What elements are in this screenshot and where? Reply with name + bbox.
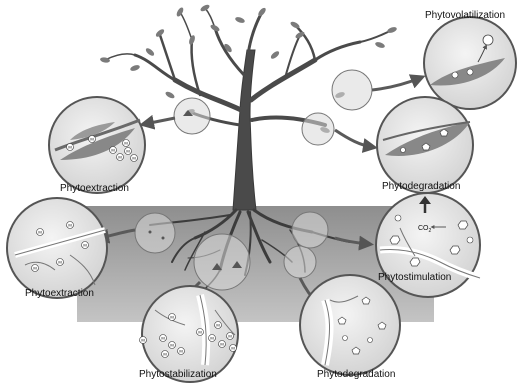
metal-particle: M bbox=[57, 259, 64, 266]
metal-particle: M bbox=[230, 345, 237, 352]
metal-particle: M bbox=[162, 351, 169, 358]
svg-text:M: M bbox=[33, 266, 36, 271]
metal-particle: M bbox=[215, 322, 222, 329]
svg-text:M: M bbox=[231, 346, 234, 351]
phytostabilization-bubble bbox=[142, 286, 238, 382]
svg-text:M: M bbox=[118, 155, 121, 160]
svg-text:M: M bbox=[126, 149, 129, 154]
metal-particle: M bbox=[117, 154, 124, 161]
svg-text:M: M bbox=[170, 343, 173, 348]
metal-particle: M bbox=[169, 314, 176, 321]
svg-text:M: M bbox=[198, 330, 201, 335]
metal-particle: M bbox=[67, 222, 74, 229]
metal-particle: M bbox=[227, 333, 234, 340]
phytoextraction-bottom-bubble bbox=[7, 198, 107, 298]
svg-text:M: M bbox=[58, 260, 61, 265]
svg-text:M: M bbox=[228, 334, 231, 339]
label-phytostabilization: Phytostabilization bbox=[139, 369, 217, 381]
phytodegradation-bottom-bubble bbox=[300, 275, 400, 375]
label-phytovolatilization: Phytovolatilization bbox=[425, 10, 505, 22]
svg-text:M: M bbox=[132, 156, 135, 161]
phytodegradation-top-bubble bbox=[377, 97, 473, 193]
phytoextraction-top-bubble bbox=[49, 97, 145, 193]
svg-text:M: M bbox=[163, 352, 166, 357]
metal-particle: M bbox=[178, 348, 185, 355]
metal-particle: M bbox=[125, 148, 132, 155]
label-phytostimulation: Phytostimulation bbox=[378, 272, 451, 284]
svg-text:M: M bbox=[124, 141, 127, 146]
metal-particle: M bbox=[140, 337, 147, 344]
metal-particle: M bbox=[89, 136, 96, 143]
metal-particle: M bbox=[219, 341, 226, 348]
metal-particle: M bbox=[160, 335, 167, 342]
metal-particle: M bbox=[82, 242, 89, 249]
svg-text:M: M bbox=[83, 243, 86, 248]
svg-text:M: M bbox=[141, 338, 144, 343]
metal-particle: M bbox=[169, 342, 176, 349]
svg-text:M: M bbox=[210, 336, 213, 341]
metal-particle: M bbox=[131, 155, 138, 162]
svg-text:M: M bbox=[68, 145, 71, 150]
svg-text:M: M bbox=[90, 137, 93, 142]
label-phytoextraction-bottom: Phytoextraction bbox=[25, 288, 94, 300]
svg-text:M: M bbox=[38, 230, 41, 235]
label-phytoextraction-top: Phytoextraction bbox=[60, 183, 129, 195]
svg-text:M: M bbox=[179, 349, 182, 354]
svg-text:M: M bbox=[161, 336, 164, 341]
svg-text:M: M bbox=[68, 223, 71, 228]
phytovolatilization-bubble bbox=[424, 17, 516, 109]
svg-text:M: M bbox=[220, 342, 223, 347]
svg-text:M: M bbox=[170, 315, 173, 320]
metal-particle: M bbox=[110, 147, 117, 154]
metal-particle: M bbox=[32, 265, 39, 272]
metal-particle: M bbox=[197, 329, 204, 336]
svg-text:M: M bbox=[111, 148, 114, 153]
metal-particle: M bbox=[67, 144, 74, 151]
metal-particle: M bbox=[37, 229, 44, 236]
metal-particle: M bbox=[209, 335, 216, 342]
label-phytodegradation-bottom: Phytodegradation bbox=[317, 369, 395, 381]
metal-particle: M bbox=[123, 140, 130, 147]
svg-text:M: M bbox=[216, 323, 219, 328]
label-phytodegradation-top: Phytodegradation bbox=[382, 181, 460, 193]
